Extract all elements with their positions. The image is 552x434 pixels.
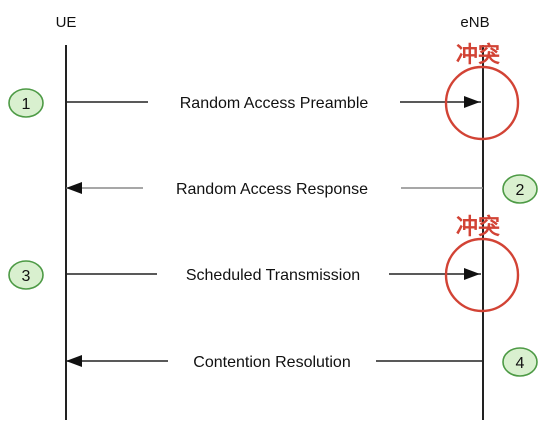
step-badge-number-1: 1	[22, 96, 31, 113]
message-label-3: Scheduled Transmission	[186, 267, 360, 284]
arrowhead-4	[66, 355, 82, 367]
arrowhead-1	[464, 96, 480, 108]
collision-circle-3	[444, 237, 520, 313]
collision-circle-1	[444, 65, 520, 141]
message-label-2: Random Access Response	[176, 181, 368, 198]
message-label-4: Contention Resolution	[193, 354, 350, 371]
messages-layer: Random Access Preamble 1 冲突 Random Access R…	[8, 42, 538, 377]
collision-note-3: 冲突	[456, 214, 500, 240]
arrowhead-2	[66, 182, 82, 194]
message-label-1: Random Access Preamble	[180, 95, 369, 112]
participant-enb-label: eNB	[460, 14, 489, 31]
step-badge-2	[502, 174, 538, 204]
arrowhead-3	[464, 268, 480, 280]
step-badge-number-4: 4	[516, 355, 525, 372]
step-badge-number-2: 2	[516, 182, 525, 199]
step-badge-number-3: 3	[22, 268, 31, 285]
step-badge-3	[8, 260, 44, 290]
participant-ue-label: UE	[56, 14, 77, 31]
collision-note-1: 冲突	[456, 42, 500, 68]
step-badge-4	[502, 347, 538, 377]
step-badge-1	[8, 88, 44, 118]
